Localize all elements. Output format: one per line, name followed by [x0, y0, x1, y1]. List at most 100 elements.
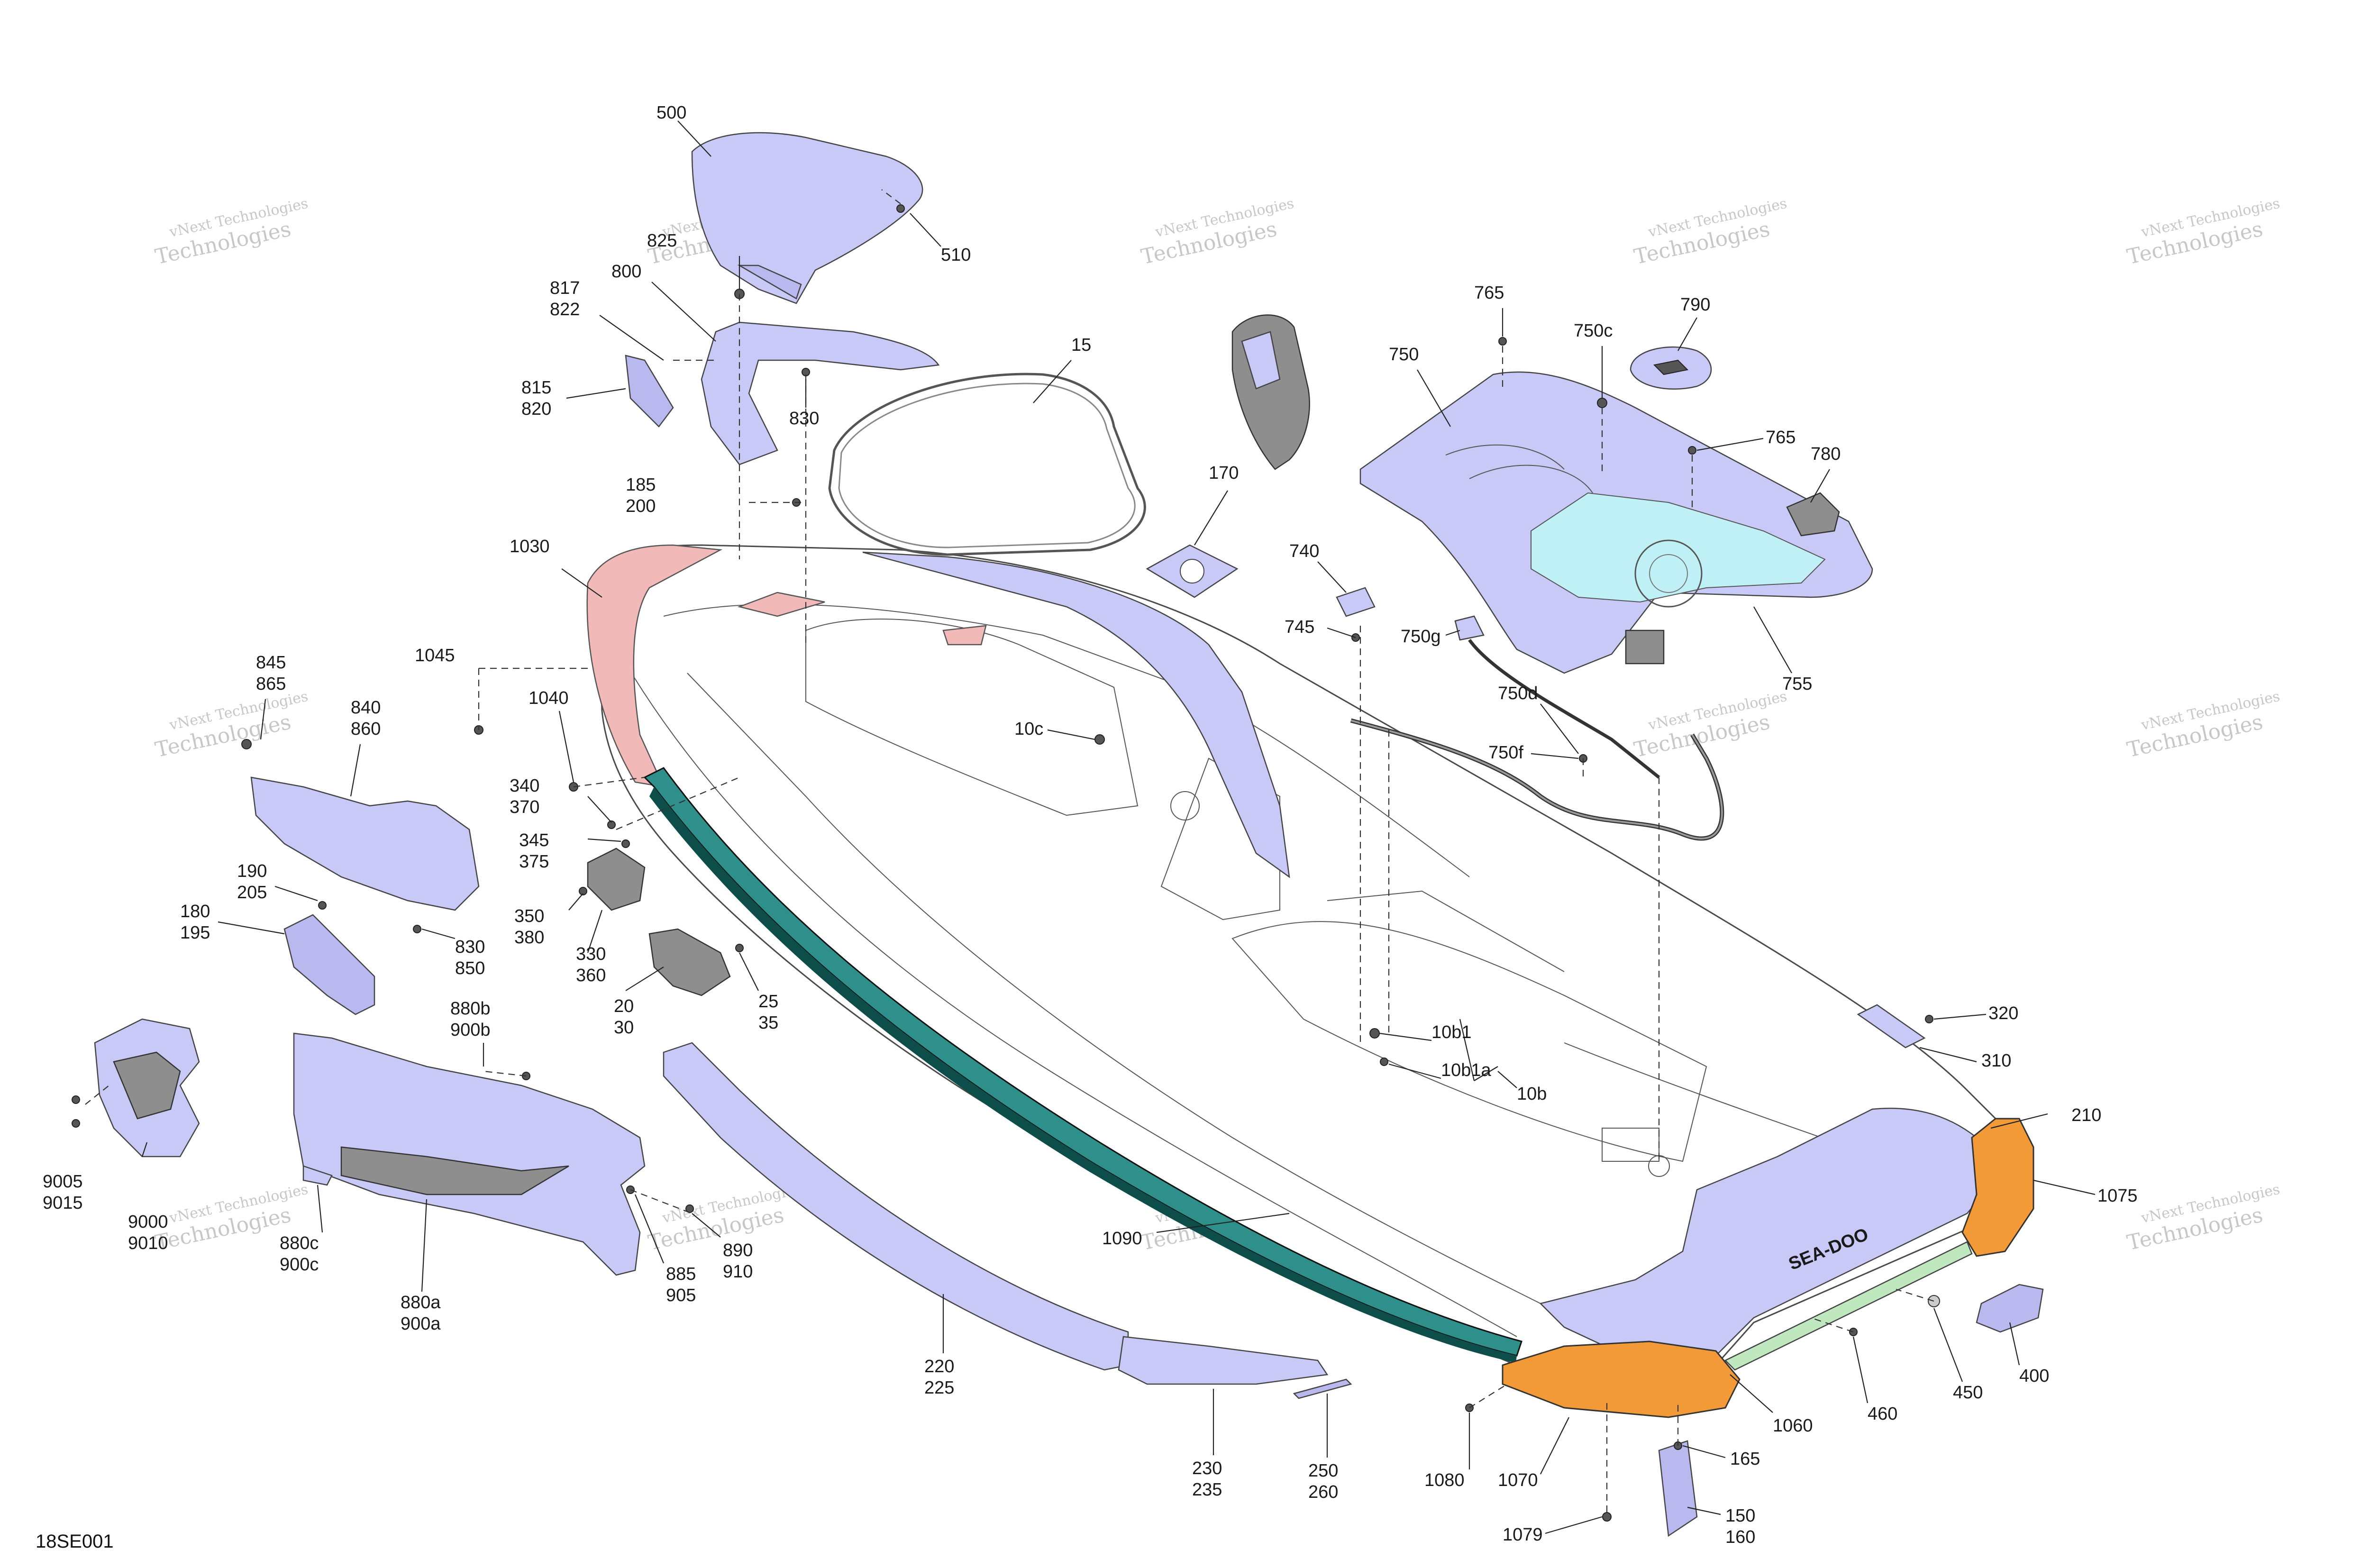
callout-190: 190 [237, 861, 267, 881]
callout-890: 890 [723, 1240, 753, 1260]
callout-225: 225 [924, 1378, 954, 1398]
chine-line [625, 663, 1517, 1337]
rear-lower-trim [1724, 1241, 1973, 1371]
callout-180: 180 [180, 902, 210, 921]
callout-460: 460 [1868, 1404, 1897, 1424]
pink-accent [942, 625, 987, 646]
callout-35: 35 [758, 1013, 778, 1033]
part-750-tray-insert [1531, 492, 1826, 603]
callout-360: 360 [576, 966, 606, 985]
callout-310: 310 [1981, 1051, 2011, 1071]
part-880a-panel [293, 1032, 646, 1276]
callout-740: 740 [1289, 541, 1319, 561]
part-15-seal-ring [828, 373, 1146, 556]
part-400-pad [1976, 1284, 2044, 1333]
callout-400: 400 [2019, 1366, 2049, 1386]
callout-150: 150 [1725, 1506, 1755, 1526]
callout-750g: 750g [1401, 627, 1441, 647]
part-180-bracket [283, 914, 375, 1015]
hull-assembly: SEA-DOO [586, 544, 2021, 1371]
assembly-dash-lines [85, 189, 1934, 1512]
front-nose-panel [586, 544, 723, 788]
callout-800: 800 [611, 262, 641, 282]
screw-765b [1688, 446, 1696, 455]
screw-25 [735, 944, 744, 952]
callout-1090: 1090 [1102, 1229, 1142, 1249]
part-310-strip [1857, 1004, 1926, 1048]
callout-370: 370 [510, 797, 539, 817]
screw-765 [1498, 337, 1507, 346]
callout-900a: 900a [401, 1314, 441, 1334]
seat-area-outline [1231, 921, 1707, 1162]
screw-830b [413, 925, 421, 933]
callout-250: 250 [1308, 1461, 1338, 1481]
part-9000-inner [113, 1051, 181, 1120]
console-side-panel [862, 551, 1290, 878]
callout-1060: 1060 [1773, 1416, 1813, 1436]
callout-815: 815 [521, 378, 551, 398]
part-10c [1094, 734, 1105, 745]
callout-750: 750 [1389, 345, 1419, 365]
part-500-cover [691, 132, 923, 304]
callout-745: 745 [1285, 617, 1314, 637]
screw-340 [607, 820, 616, 829]
screw-750c [1597, 398, 1607, 408]
callout-350: 350 [514, 906, 544, 926]
callout-830: 830 [789, 409, 819, 428]
part-750-tray-opening [1634, 539, 1703, 608]
callout-30: 30 [614, 1018, 634, 1038]
part-750g-fastener [1454, 615, 1485, 641]
deck-line [1564, 1042, 1849, 1148]
part-15-seal-ring-inner [838, 383, 1136, 548]
callout-210: 210 [2071, 1105, 2101, 1125]
tray-detail [1445, 444, 1565, 470]
screw-9015 [72, 1119, 80, 1128]
callout-822: 822 [550, 300, 580, 319]
part-20-mount [648, 928, 731, 996]
tray-latch [1625, 629, 1665, 665]
callout-790: 790 [1680, 295, 1710, 315]
callout-860: 860 [351, 719, 381, 739]
callout-817: 817 [550, 278, 580, 298]
part-880a-shade [340, 1146, 569, 1195]
callout-340: 340 [510, 776, 539, 796]
callout-880b: 880b [450, 999, 491, 1019]
screw-510 [896, 204, 905, 213]
callout-235: 235 [1192, 1480, 1222, 1500]
callout-200: 200 [626, 496, 656, 516]
callout-230: 230 [1192, 1459, 1222, 1478]
callout-10b1a: 10b1a [1441, 1060, 1492, 1080]
part-170-hole [1180, 559, 1204, 583]
callout-220: 220 [924, 1357, 954, 1377]
callout-345: 345 [519, 830, 549, 850]
rear-corner-bumper-left [1502, 1340, 1741, 1418]
callout-750f: 750f [1488, 743, 1523, 763]
callout-10b1: 10b1 [1431, 1022, 1472, 1042]
callout-500: 500 [656, 103, 686, 123]
callout-15: 15 [1071, 335, 1091, 355]
callout-905: 905 [666, 1285, 696, 1305]
footwell-outline [805, 619, 1139, 816]
fasteners [72, 204, 1940, 1522]
callout-1040: 1040 [529, 688, 569, 708]
callout-830b: 830 [455, 937, 485, 957]
screw-10b1a [1380, 1057, 1388, 1066]
callout-750d: 750d [1498, 684, 1538, 703]
callout-880a: 880a [401, 1293, 441, 1313]
screw-9005 [72, 1095, 80, 1104]
callout-1075: 1075 [2097, 1186, 2138, 1206]
callout-1030: 1030 [510, 537, 550, 556]
callout-260: 260 [1308, 1482, 1338, 1502]
callout-380: 380 [514, 928, 544, 948]
part-230-mat [1118, 1336, 1329, 1385]
callout-750c: 750c [1574, 321, 1613, 341]
callout-820: 820 [521, 399, 551, 419]
callout-780: 780 [1811, 444, 1841, 464]
screw-1079 [1602, 1512, 1612, 1522]
callout-9015: 9015 [43, 1193, 83, 1213]
callout-320: 320 [1988, 1003, 2018, 1023]
part-750d-cable-highlight [1350, 720, 1723, 839]
part-880c-strip [302, 1165, 333, 1186]
callout-1080: 1080 [1424, 1470, 1465, 1490]
